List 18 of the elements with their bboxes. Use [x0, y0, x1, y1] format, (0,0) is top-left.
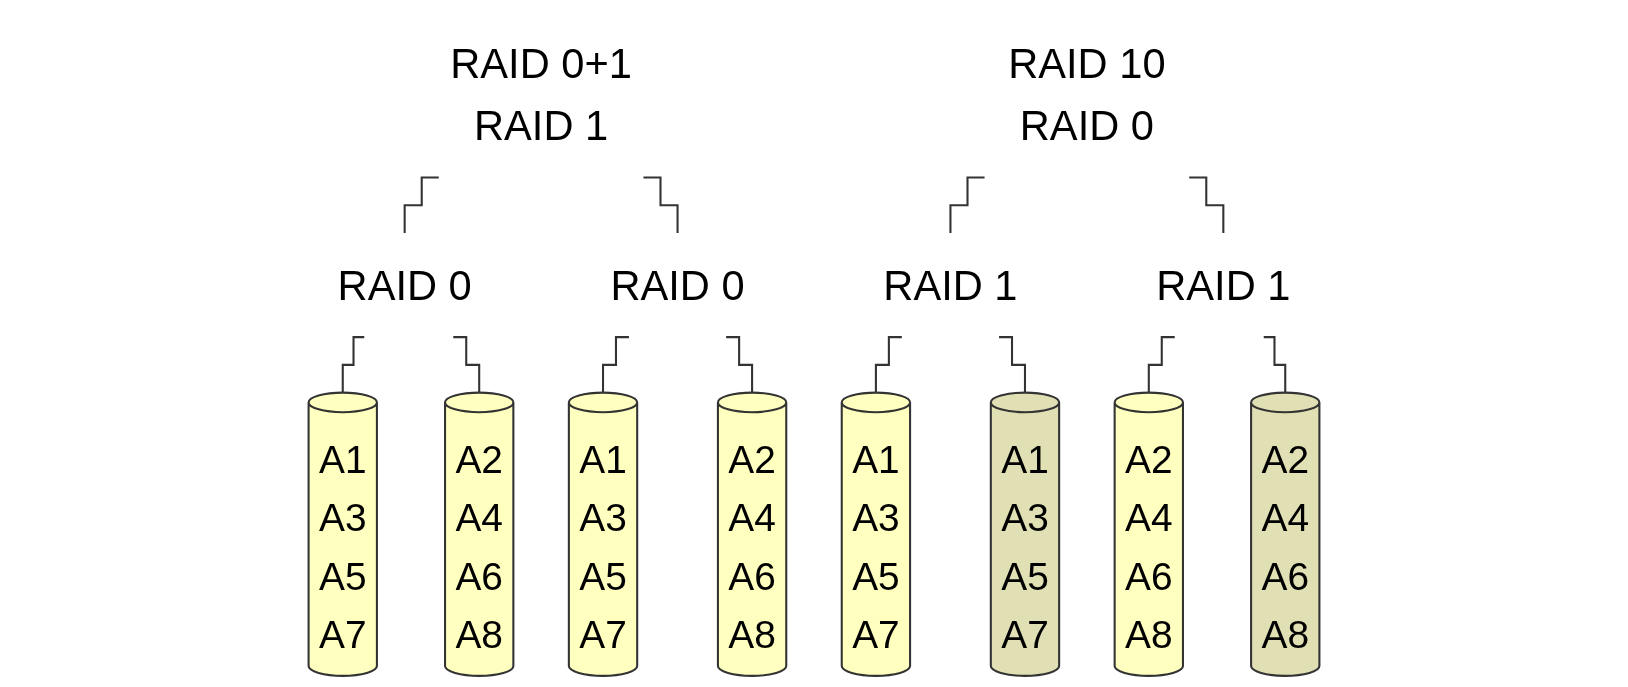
connector	[341, 336, 365, 394]
connector	[1189, 176, 1225, 235]
connector	[1147, 336, 1175, 394]
connector	[643, 176, 679, 235]
connector	[453, 336, 481, 394]
node-text: RAID 10 RAID 0	[1008, 40, 1166, 149]
connector	[403, 176, 439, 235]
node-text: RAID 1	[883, 262, 1018, 308]
node-text: RAID 0	[610, 262, 745, 308]
connector	[949, 176, 985, 235]
connector	[874, 336, 902, 394]
connector	[1263, 336, 1287, 394]
node-text: RAID 0+1 RAID 1	[450, 40, 632, 149]
connector	[726, 336, 754, 394]
connector	[999, 336, 1026, 394]
node-text: RAID 0	[337, 262, 472, 308]
node-text: RAID 1	[1156, 262, 1291, 308]
connector	[602, 336, 629, 394]
